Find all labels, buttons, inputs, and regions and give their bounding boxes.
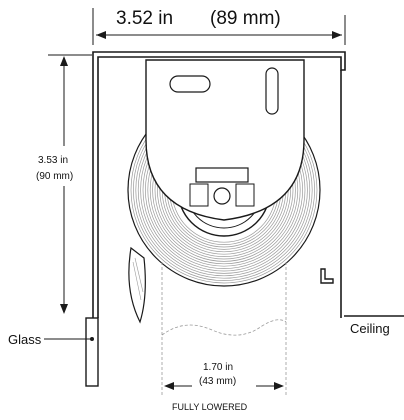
- arrowhead: [96, 31, 106, 39]
- fully-lowered-label: FULLY LOWERED: [172, 402, 248, 412]
- height-dimension: 3.53 in (90 mm): [36, 54, 92, 314]
- bracket-clip: [195, 167, 249, 183]
- clearance-dimension: 1.70 in (43 mm) FULLY LOWERED: [164, 358, 284, 412]
- width-dimension: 3.52 in (89 mm): [92, 8, 346, 45]
- arrowhead: [332, 31, 342, 39]
- glass-pane: Glass: [8, 317, 99, 387]
- height-metric: (90 mm): [36, 171, 73, 182]
- arrowhead: [164, 382, 174, 390]
- arrowhead: [60, 304, 68, 314]
- clearance-metric: (43 mm): [199, 376, 236, 387]
- ceiling-label: Ceiling: [350, 321, 390, 336]
- mounting-bracket: [145, 59, 305, 221]
- bracket-slot-vertical: [265, 67, 279, 115]
- glass-label: Glass: [8, 332, 42, 347]
- bracket-slot: [169, 75, 211, 93]
- label-backing: [36, 146, 90, 186]
- headrail-housing: [92, 51, 346, 318]
- leader-dot: [90, 337, 94, 341]
- clearance-imperial: 1.70 in: [203, 362, 233, 373]
- label-backing: [192, 358, 256, 392]
- width-imperial: 3.52 in: [116, 8, 173, 29]
- bracket-clip-right: [235, 183, 255, 207]
- height-imperial: 3.53 in: [38, 155, 68, 166]
- arrowhead: [274, 382, 284, 390]
- width-metric: (89 mm): [210, 8, 281, 29]
- bracket-hole: [213, 187, 231, 205]
- bracket-clip-left: [189, 183, 209, 207]
- fabric-drop: [161, 262, 287, 396]
- ceiling-line: Ceiling: [344, 315, 404, 336]
- arrowhead: [60, 56, 68, 66]
- bottom-bar: [128, 246, 146, 324]
